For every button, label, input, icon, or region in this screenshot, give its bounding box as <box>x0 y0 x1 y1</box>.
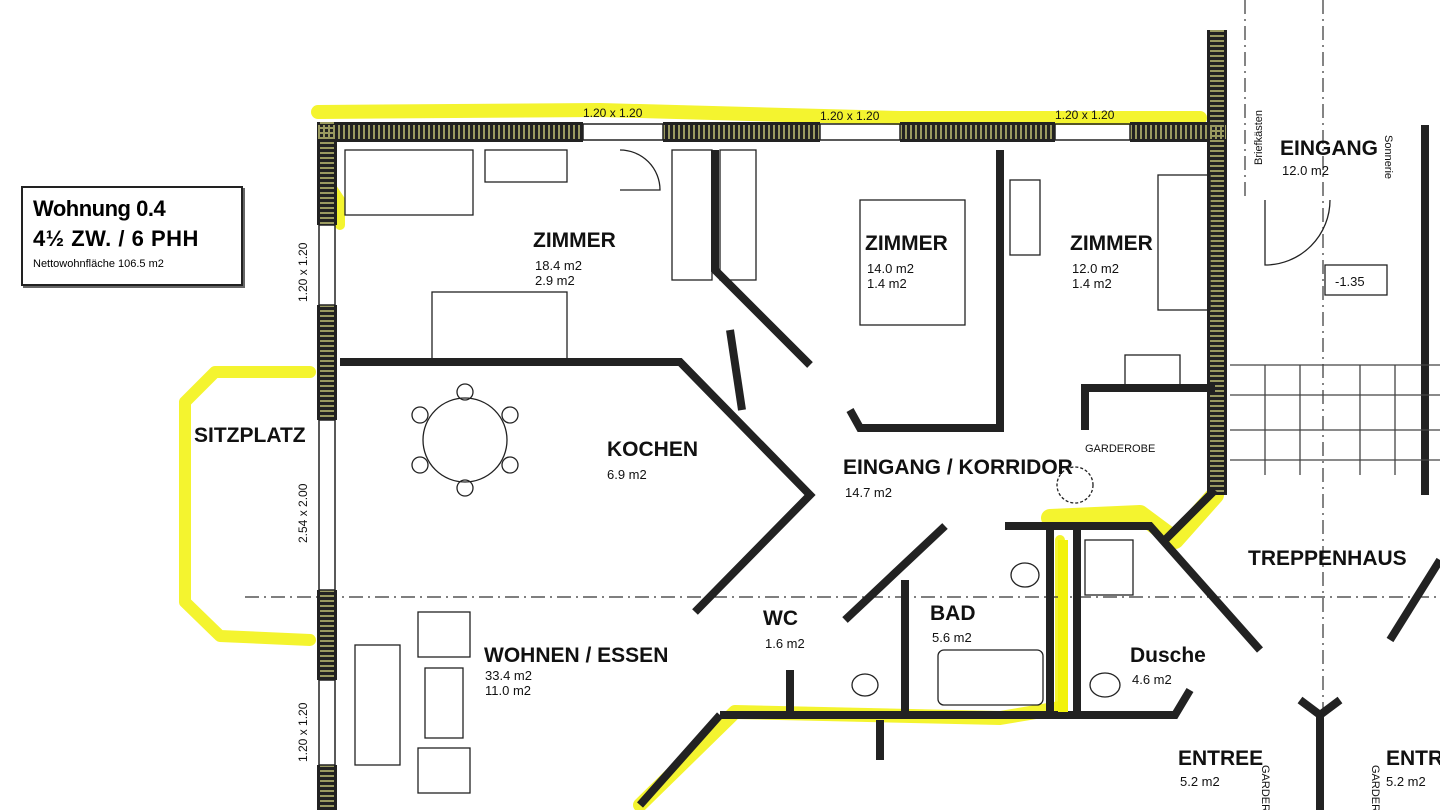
room-label-wohnen: WOHNEN / ESSEN <box>484 644 668 667</box>
room-area-entree-1: 5.2 m2 <box>1180 774 1220 789</box>
room-area-wohnen: 33.4 m2 <box>485 668 532 683</box>
dim-window-top-1: 1.20 x 1.20 <box>583 106 643 120</box>
unit-info-box: Wohnung 0.4 4½ ZW. / 6 PHH Nettowohnfläc… <box>21 186 243 286</box>
sonnerie-label: Sonnerie <box>1382 135 1394 179</box>
room-area-wc: 1.6 m2 <box>765 636 805 651</box>
dim-window-top-2: 1.20 x 1.20 <box>820 109 880 123</box>
dim-window-left-2: 1.20 x 1.20 <box>296 702 310 762</box>
room-area2-wohnen: 11.0 m2 <box>485 683 531 698</box>
room-area-dusche: 4.6 m2 <box>1132 672 1172 687</box>
dim-window-left-1: 1.20 x 1.20 <box>296 242 310 302</box>
room-area2-zimmer-1: 2.9 m2 <box>535 273 575 288</box>
dim-door-left: 2.54 x 2.00 <box>296 483 310 543</box>
furniture <box>344 149 1440 794</box>
room-label-wc: WC <box>763 607 798 630</box>
room-area2-zimmer-3: 1.4 m2 <box>1072 276 1112 291</box>
room-label-sitzplatz: SITZPLATZ <box>194 424 306 447</box>
level-label: -1.35 <box>1335 274 1365 289</box>
unit-rooms: 4½ ZW. / 6 PHH <box>33 226 199 251</box>
room-area-entree-2: 5.2 m2 <box>1386 774 1426 789</box>
room-label-dusche: Dusche <box>1130 644 1206 667</box>
axis-lines <box>245 0 1440 810</box>
room-label-bad: BAD <box>930 602 976 625</box>
room-label-zimmer-1: ZIMMER <box>533 229 616 252</box>
room-area2-zimmer-2: 1.4 m2 <box>867 276 907 291</box>
room-label-zimmer-2: ZIMMER <box>865 232 948 255</box>
windows <box>318 123 1131 766</box>
room-label-kochen: KOCHEN <box>607 438 698 461</box>
room-label-treppenhaus: TREPPENHAUS <box>1248 547 1407 570</box>
unit-net-area: Nettowohnfläche 106.5 m2 <box>33 258 164 270</box>
stairs <box>1230 364 1440 475</box>
garderobe-label: GARDEROBE <box>1085 443 1155 455</box>
room-area-kochen: 6.9 m2 <box>607 467 647 482</box>
unit-title: Wohnung 0.4 <box>33 196 166 221</box>
room-area-zimmer-3: 12.0 m2 <box>1072 261 1119 276</box>
room-area-bad: 5.6 m2 <box>932 630 972 645</box>
briefkasten-label: Briefkästen <box>1253 110 1265 165</box>
room-label-entree-1: ENTREE <box>1178 747 1263 770</box>
room-label-entree-2: ENTREE <box>1386 747 1440 770</box>
garderobe-label-2: GARDEROBE <box>1259 765 1271 810</box>
room-area-korridor: 14.7 m2 <box>845 485 892 500</box>
garderobe-label-3: GARDEROBE <box>1369 765 1381 810</box>
room-label-korridor: EINGANG / KORRIDOR <box>843 456 1073 479</box>
walls <box>317 30 1440 810</box>
room-area-eingang: 12.0 m2 <box>1282 163 1329 178</box>
dim-window-top-3: 1.20 x 1.20 <box>1055 108 1115 122</box>
room-area-zimmer-2: 14.0 m2 <box>867 261 914 276</box>
room-label-eingang: EINGANG <box>1280 137 1378 160</box>
room-label-zimmer-3: ZIMMER <box>1070 232 1153 255</box>
room-area-zimmer-1: 18.4 m2 <box>535 258 582 273</box>
